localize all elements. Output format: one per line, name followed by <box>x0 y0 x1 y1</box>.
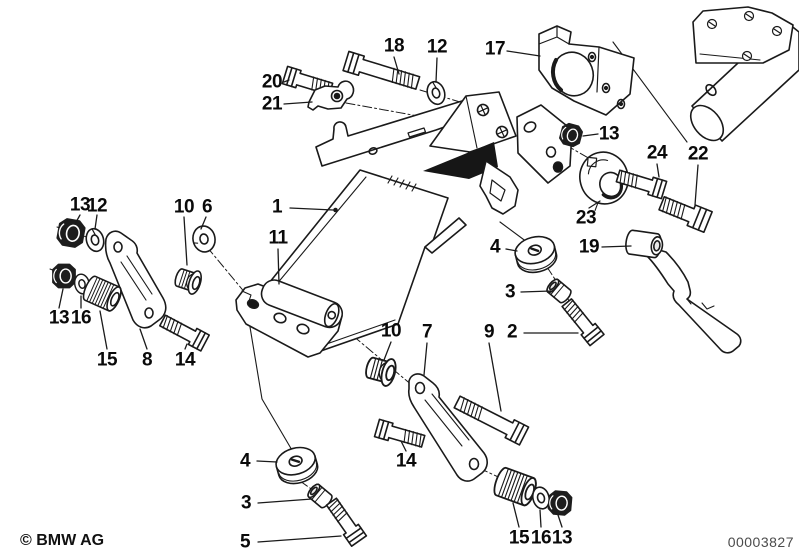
callout-8-25: 8 <box>141 349 153 371</box>
part-14-bolt-bottom <box>373 418 427 451</box>
part-12-lockwasher-left <box>83 225 107 255</box>
callout-22-7: 22 <box>687 143 709 165</box>
part-10-grommet-left <box>171 264 205 297</box>
part-11-lower-bracket <box>235 279 344 358</box>
callout-10-20: 10 <box>380 320 402 342</box>
part-17-bearing-flange <box>538 25 635 116</box>
part-13-nut-left <box>55 217 87 249</box>
callout-1-12: 1 <box>271 196 283 218</box>
callout-3-17: 3 <box>504 281 516 303</box>
part-5-bolt <box>323 495 368 547</box>
callout-14-26: 14 <box>174 349 196 371</box>
part-6-washer <box>190 223 218 255</box>
callout-11-14: 11 <box>268 227 288 249</box>
callout-15-24: 15 <box>96 349 118 371</box>
callout-9-22: 9 <box>483 321 495 343</box>
callout-7-21: 7 <box>421 321 433 343</box>
callout-10-10: 10 <box>173 196 195 218</box>
part-22-bolt <box>656 192 713 233</box>
callout-17-2: 17 <box>484 38 506 60</box>
callout-20-3: 20 <box>261 71 283 93</box>
callout-6-11: 6 <box>201 196 213 218</box>
callout-4-15: 4 <box>489 236 501 258</box>
callout-2-23: 2 <box>506 321 518 343</box>
part-21-clamp <box>307 80 355 111</box>
part-7-arm <box>407 373 488 482</box>
part-13-nut-left2 <box>52 263 76 289</box>
callout-21-4: 21 <box>261 93 283 115</box>
callout-15-30: 15 <box>508 527 530 549</box>
callout-13-32: 13 <box>551 527 573 549</box>
callout-14-28: 14 <box>395 450 417 472</box>
part-23-cam-disc <box>579 151 629 211</box>
callout-13-18: 13 <box>48 307 70 329</box>
callout-13-8: 13 <box>69 194 91 216</box>
callout-24-6: 24 <box>646 142 668 164</box>
callout-12-1: 12 <box>426 36 448 58</box>
callout-13-5: 13 <box>598 123 620 145</box>
part-13-nut-bottom <box>547 489 573 517</box>
part-19-lever <box>625 229 742 354</box>
part-14-bolt-left <box>157 311 211 352</box>
bmw-copyright: © BMW AG <box>20 532 105 549</box>
drawing-number: 00003827 <box>727 534 794 550</box>
part-4-damper-right <box>511 231 561 278</box>
callout-5-33: 5 <box>239 531 251 553</box>
part-2-bolt <box>558 296 605 347</box>
part-15-bushing-bottom <box>490 465 540 509</box>
column-mounting-plate <box>692 6 794 64</box>
callout-16-31: 16 <box>530 527 552 549</box>
callout-18-0: 18 <box>383 35 405 57</box>
part-8-arm <box>104 230 167 329</box>
callout-3-29: 3 <box>240 492 252 514</box>
leader-lines <box>58 50 699 543</box>
callout-16-19: 16 <box>70 307 92 329</box>
callout-4-27: 4 <box>239 450 251 472</box>
callout-12-9: 12 <box>86 195 108 217</box>
part-4-damper-bottom <box>271 441 323 490</box>
part-18-bolt <box>342 50 422 94</box>
callout-19-16: 19 <box>578 236 600 258</box>
callout-23-13: 23 <box>575 207 597 229</box>
part-12-lockwasher-top <box>423 78 449 108</box>
